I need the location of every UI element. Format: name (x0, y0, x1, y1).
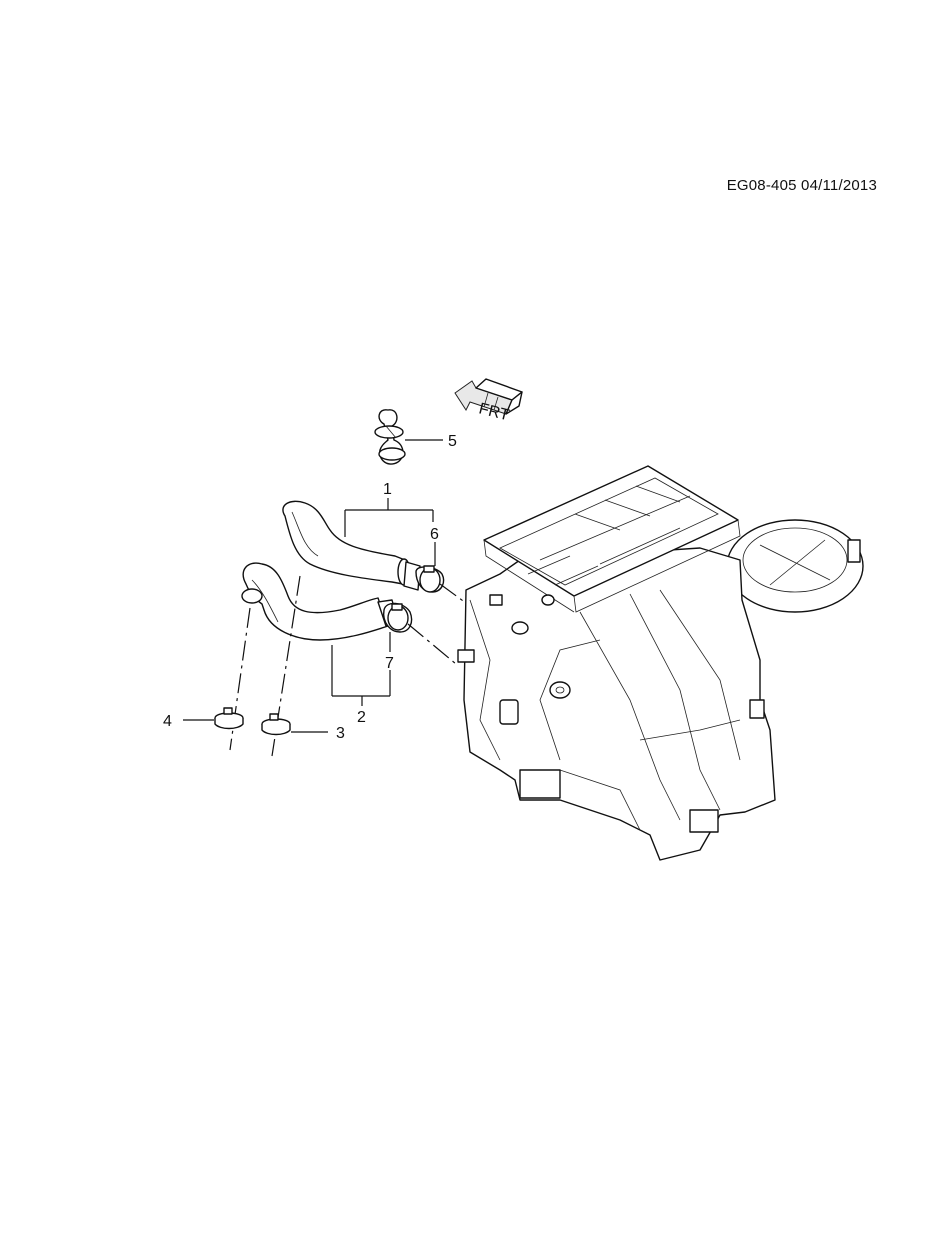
hose-clamp-6 (415, 565, 445, 593)
callout-4: 4 (163, 713, 172, 730)
callout-7: 7 (385, 655, 394, 672)
callout-2: 2 (357, 709, 366, 726)
callout-5: 5 (448, 433, 457, 450)
heater-hose-1 (282, 500, 421, 591)
hose-clamp-4: 4 (163, 707, 244, 730)
hose-clip-5: 5 (374, 409, 457, 465)
callout-1: 1 (383, 481, 392, 498)
callout-6: 6 (430, 526, 439, 543)
callout-2-bracket: 2 (331, 645, 391, 726)
front-direction-arrow-icon: FRT (454, 378, 523, 424)
callout-3: 3 (336, 725, 345, 742)
hose-clamp-3: 3 (261, 713, 345, 742)
callout-1-bracket: 1 (344, 481, 434, 537)
hvac-module (457, 465, 864, 861)
document-reference: EG08-405 04/11/2013 (726, 177, 877, 194)
hose-clamp-7 (383, 602, 413, 633)
